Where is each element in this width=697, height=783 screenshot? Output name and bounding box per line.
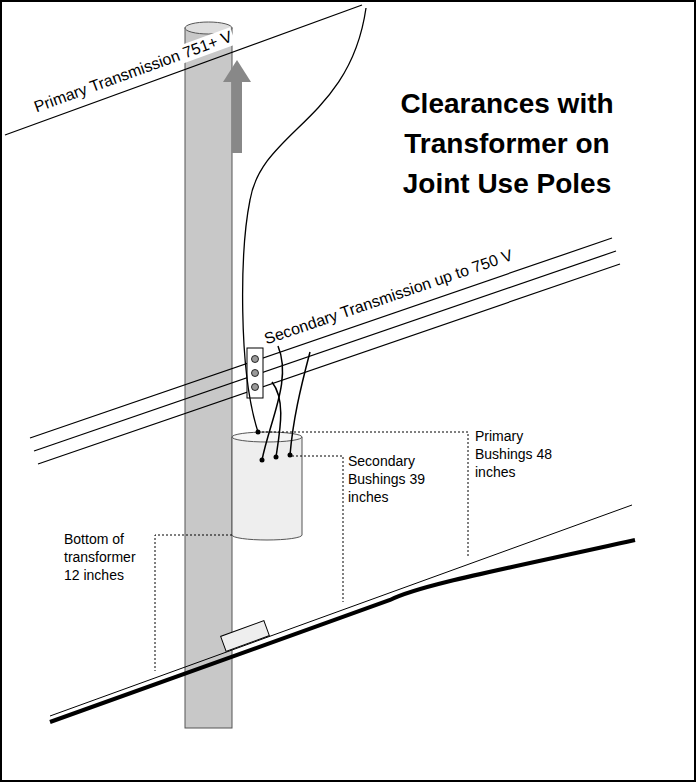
dimension-line: [155, 535, 232, 671]
insulator: [252, 370, 259, 377]
dimension-line: [292, 456, 343, 602]
ground-plate: [221, 621, 270, 652]
transformer-bottom: [232, 535, 302, 540]
arrow-shaft: [232, 78, 242, 153]
secondary-bushing: [288, 453, 293, 458]
dimension-label: Bottom of transformer 12 inches: [62, 530, 152, 584]
dimension-label: Secondary Bushings 39 inches: [346, 452, 432, 506]
insulator-bracket: [247, 348, 263, 398]
diagram-title: Clearances with Transformer on Joint Use…: [372, 84, 642, 204]
utility-pole: [185, 28, 232, 728]
secondary-wire: [262, 346, 283, 460]
secondary-bushing: [274, 455, 279, 460]
transformer-edge: [302, 437, 303, 535]
secondary-wire: [290, 352, 310, 455]
secondary-line: [30, 238, 612, 438]
primary-line: [5, 5, 362, 135]
transformer-body: [232, 437, 302, 535]
dimension-label: Primary Bushings 48 inches: [473, 427, 557, 481]
primary-bushing: [256, 430, 261, 435]
arrow-head: [223, 60, 251, 82]
secondary-bushing: [260, 458, 265, 463]
insulator: [252, 356, 259, 363]
line-label: Secondary Transmission up to 750 V: [260, 246, 517, 349]
transformer-edge: [232, 437, 233, 535]
insulator: [252, 384, 259, 391]
dimension-line: [262, 432, 468, 556]
secondary-wire: [272, 382, 281, 457]
primary-wire: [243, 8, 366, 432]
secondary-line: [34, 251, 616, 451]
ground-line: [50, 505, 632, 716]
